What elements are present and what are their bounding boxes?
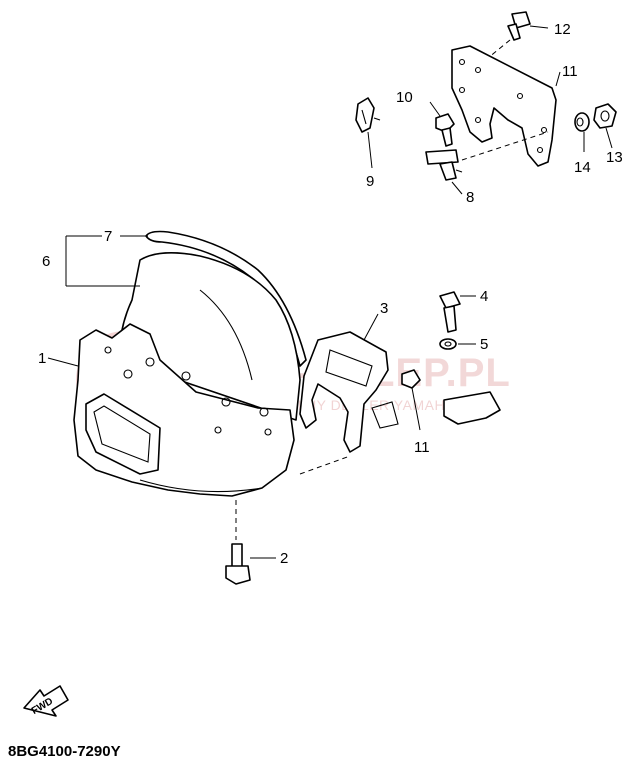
callout-4: 4 <box>480 288 488 305</box>
callout-9: 9 <box>366 173 374 190</box>
dash-line-3 <box>299 455 351 475</box>
part-2-bolt <box>225 543 251 585</box>
part-9-clip <box>355 97 381 133</box>
callout-10: 10 <box>396 89 413 106</box>
fwd-arrow: FWD <box>23 685 69 717</box>
callout-8: 8 <box>466 189 474 206</box>
part-11-screw-lower <box>401 369 421 389</box>
callout-11-lower: 11 <box>414 439 430 456</box>
callout-13: 13 <box>606 149 623 166</box>
part-14-collar <box>574 112 590 132</box>
dash-line-8 <box>461 131 549 161</box>
dash-line-12 <box>487 39 511 59</box>
callout-5: 5 <box>480 336 488 353</box>
callout-12: 12 <box>554 21 571 38</box>
callout-6: 6 <box>42 253 50 270</box>
callout-14: 14 <box>574 159 591 176</box>
part-1-cowling <box>73 323 295 497</box>
diagram-code: 8BG4100-7290Y <box>8 743 121 760</box>
mount-plate <box>371 391 501 429</box>
leader-lines <box>47 25 613 559</box>
part-10-screw <box>435 113 455 147</box>
part-5-washer <box>439 338 457 350</box>
part-11-bracket-upper <box>451 45 557 167</box>
part-8-bracket <box>425 149 463 181</box>
part-3-stay <box>299 331 389 453</box>
callout-2: 2 <box>280 550 288 567</box>
callout-1: 1 <box>38 350 46 367</box>
callout-11-upper: 11 <box>562 63 578 80</box>
callouts: 12 11 10 13 14 9 8 7 6 1 3 4 5 11 2 <box>38 21 623 567</box>
part-4-bolt <box>439 291 461 333</box>
part-13-nut <box>593 103 617 129</box>
callout-3: 3 <box>380 300 388 317</box>
callout-7: 7 <box>104 228 112 245</box>
part-12-bolt <box>507 11 531 41</box>
